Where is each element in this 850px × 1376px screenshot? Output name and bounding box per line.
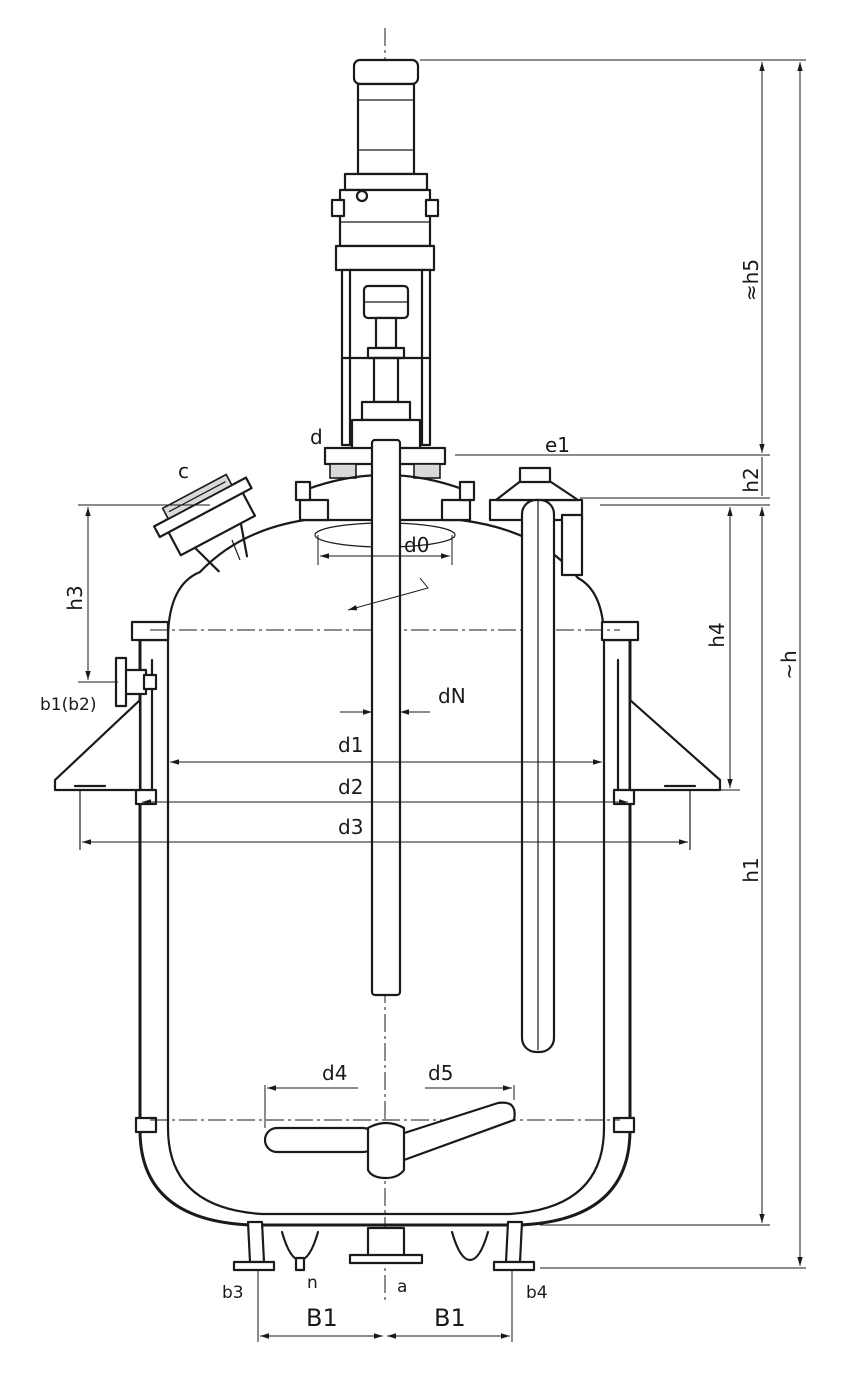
side-nozzle-b1 <box>114 656 158 708</box>
bottom-nozzle-b4 <box>492 1220 536 1272</box>
label-h2: h2 <box>739 467 763 492</box>
label-h3: h3 <box>63 585 87 610</box>
label-e1: e1 <box>545 433 570 457</box>
label-b1-b2: b1(b2) <box>40 695 96 715</box>
bottom-jacket-loop <box>450 1230 490 1262</box>
label-d2: d2 <box>338 775 363 799</box>
label-d5: d5 <box>428 1061 453 1085</box>
bottom-nozzle-n <box>280 1230 320 1272</box>
label-d1: d1 <box>338 733 363 757</box>
label-B1-left: B1 <box>306 1304 338 1332</box>
label-h1: h1 <box>739 857 763 882</box>
label-b3: b3 <box>222 1283 244 1303</box>
label-h4: h4 <box>705 622 729 647</box>
label-h5: ≈h5 <box>739 259 763 301</box>
motor <box>343 58 429 192</box>
label-d: d <box>310 425 323 449</box>
label-c: c <box>178 459 189 483</box>
bottom-nozzle-b3 <box>232 1220 276 1272</box>
label-a: a <box>397 1277 407 1297</box>
dimension-lines <box>78 59 806 1342</box>
label-d3: d3 <box>338 815 363 839</box>
drive-support-frame <box>340 268 432 452</box>
label-n: n <box>307 1273 318 1293</box>
agitator-paddle <box>263 1101 516 1180</box>
bottom-outlet-a <box>348 1226 424 1265</box>
label-b4: b4 <box>526 1283 548 1303</box>
label-d0: d0 <box>404 533 429 557</box>
label-d4: d4 <box>322 1061 347 1085</box>
gearbox <box>330 188 440 272</box>
thermowell-e1 <box>494 466 580 1054</box>
manhole-c <box>153 473 257 573</box>
support-lug-left <box>53 698 142 850</box>
labels: ≈h5 ~h h2 h1 h4 h3 c d e1 d0 dN b1(b2) d… <box>40 259 801 1332</box>
vessel-body <box>130 570 640 1227</box>
agitator-shaft <box>370 438 402 997</box>
support-lug-right <box>628 698 722 850</box>
label-dN: dN <box>438 684 466 708</box>
label-B1-right: B1 <box>434 1304 466 1332</box>
label-h: ~h <box>777 650 801 679</box>
